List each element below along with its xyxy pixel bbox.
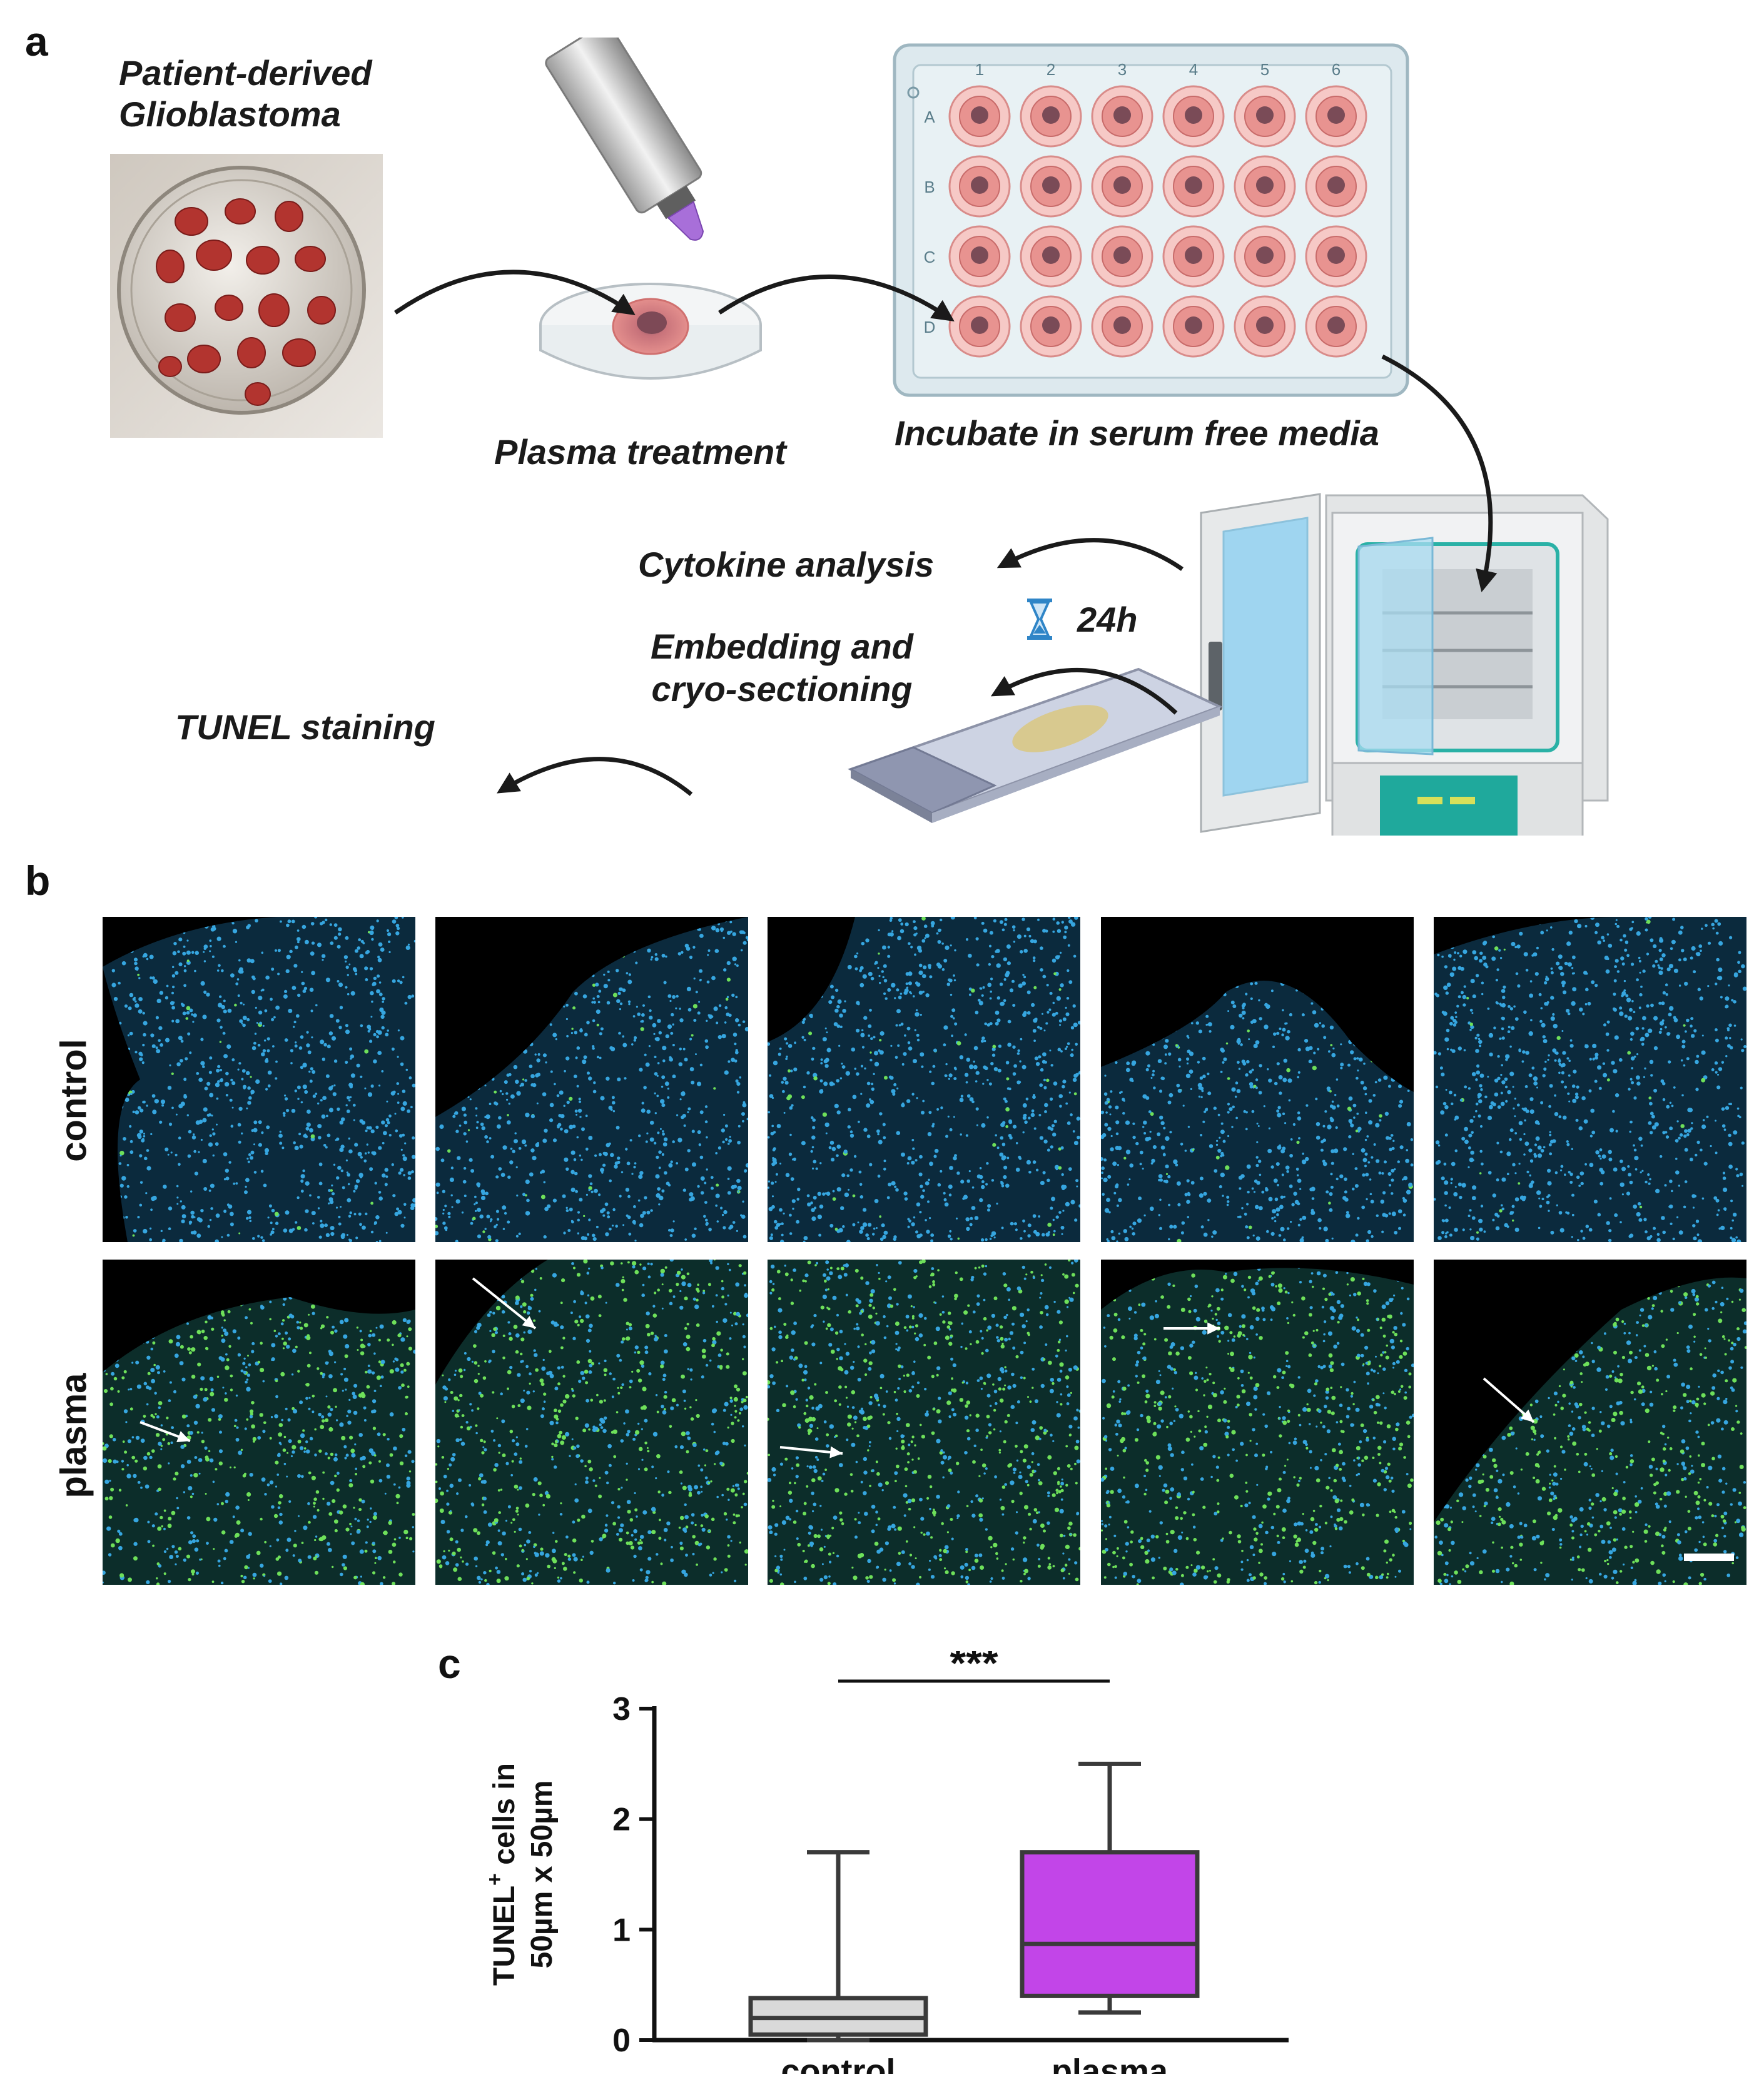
box-iqr bbox=[1022, 1852, 1197, 1996]
plate-well bbox=[1235, 156, 1295, 216]
significance-label: *** bbox=[950, 1651, 998, 1686]
plate-well bbox=[950, 86, 1010, 146]
micrograph-control-2 bbox=[435, 917, 748, 1242]
micrograph-control-3 bbox=[768, 917, 1080, 1242]
y-axis-label: TUNEL+ cells in bbox=[483, 1763, 521, 1986]
plate-row-label: C bbox=[924, 248, 936, 266]
y-tick-label: 1 bbox=[612, 1912, 631, 1948]
plate-row-label: B bbox=[924, 178, 935, 196]
micrograph-plasma-2 bbox=[435, 1260, 748, 1585]
y-tick-label: 2 bbox=[612, 1802, 631, 1838]
plate-column-label: 5 bbox=[1260, 60, 1269, 79]
plate-well bbox=[1235, 86, 1295, 146]
plate-well bbox=[1306, 156, 1366, 216]
plate-well bbox=[950, 226, 1010, 286]
plate-column-label: 2 bbox=[1047, 60, 1055, 79]
plate-row-label: D bbox=[924, 318, 936, 336]
plate-well bbox=[1306, 86, 1366, 146]
scale-bar bbox=[1684, 1554, 1734, 1561]
panel-label-b: b bbox=[25, 857, 50, 904]
x-tick-label-control: control bbox=[781, 2053, 896, 2074]
source-label: Patient-derived Glioblastoma bbox=[119, 53, 372, 135]
micrograph-control-5 bbox=[1434, 917, 1746, 1242]
panel-label-c: c bbox=[438, 1640, 461, 1687]
plate-column-label: 3 bbox=[1118, 60, 1127, 79]
micrograph-control-4 bbox=[1101, 917, 1414, 1242]
plate-well bbox=[1092, 296, 1152, 356]
micrograph-plasma-1 bbox=[103, 1260, 415, 1585]
plate-well bbox=[950, 156, 1010, 216]
plate-well bbox=[1163, 156, 1224, 216]
plate-well bbox=[1163, 296, 1224, 356]
time-label: 24h bbox=[1077, 599, 1138, 640]
plate-well bbox=[1021, 156, 1081, 216]
plate-well bbox=[1092, 156, 1152, 216]
plate-well bbox=[1021, 86, 1081, 146]
incubator-illustration bbox=[1195, 488, 1620, 836]
box-plasma bbox=[1022, 1764, 1197, 2013]
plate-well bbox=[1235, 296, 1295, 356]
panel-label-a: a bbox=[25, 18, 48, 65]
petri-dish-photo bbox=[110, 154, 383, 438]
embedding-label: Embedding and cryo-sectioning bbox=[651, 625, 913, 710]
box-control bbox=[751, 1852, 926, 2040]
plate-well bbox=[1163, 226, 1224, 286]
plate-well bbox=[1306, 296, 1366, 356]
hourglass-icon bbox=[1026, 597, 1053, 641]
row-label-plasma: plasma bbox=[53, 1367, 95, 1505]
plate-column-label: 1 bbox=[975, 60, 984, 79]
plate-well bbox=[950, 296, 1010, 356]
incubate-label: Incubate in serum free media bbox=[895, 413, 1379, 453]
row-label-control: control bbox=[53, 1032, 95, 1170]
x-tick-label-plasma: plasma bbox=[1052, 2053, 1168, 2074]
plate-well bbox=[1021, 226, 1081, 286]
y-tick-label: 0 bbox=[612, 2023, 631, 2059]
plate-well bbox=[1235, 226, 1295, 286]
plasma-jet-illustration bbox=[475, 38, 826, 400]
tunel-staining-label: TUNEL staining bbox=[175, 707, 435, 747]
plate-well bbox=[1163, 86, 1224, 146]
cytokine-label: Cytokine analysis bbox=[638, 544, 934, 585]
plate-well bbox=[1021, 296, 1081, 356]
micrograph-control-1 bbox=[103, 917, 415, 1242]
micrograph-plasma-4 bbox=[1101, 1260, 1414, 1585]
plate-well bbox=[1092, 86, 1152, 146]
micrograph-plasma-5 bbox=[1434, 1260, 1746, 1585]
y-tick-label: 3 bbox=[612, 1691, 631, 1727]
plate-row-label: A bbox=[924, 108, 935, 126]
plate-well bbox=[1306, 226, 1366, 286]
micrograph-plasma-3 bbox=[768, 1260, 1080, 1585]
plate-well bbox=[1092, 226, 1152, 286]
plate-column-label: 6 bbox=[1332, 60, 1341, 79]
y-axis-label-line2: 50µm x 50µm bbox=[525, 1781, 559, 1969]
treatment-label: Plasma treatment bbox=[494, 432, 786, 472]
plate-column-label: 4 bbox=[1189, 60, 1198, 79]
